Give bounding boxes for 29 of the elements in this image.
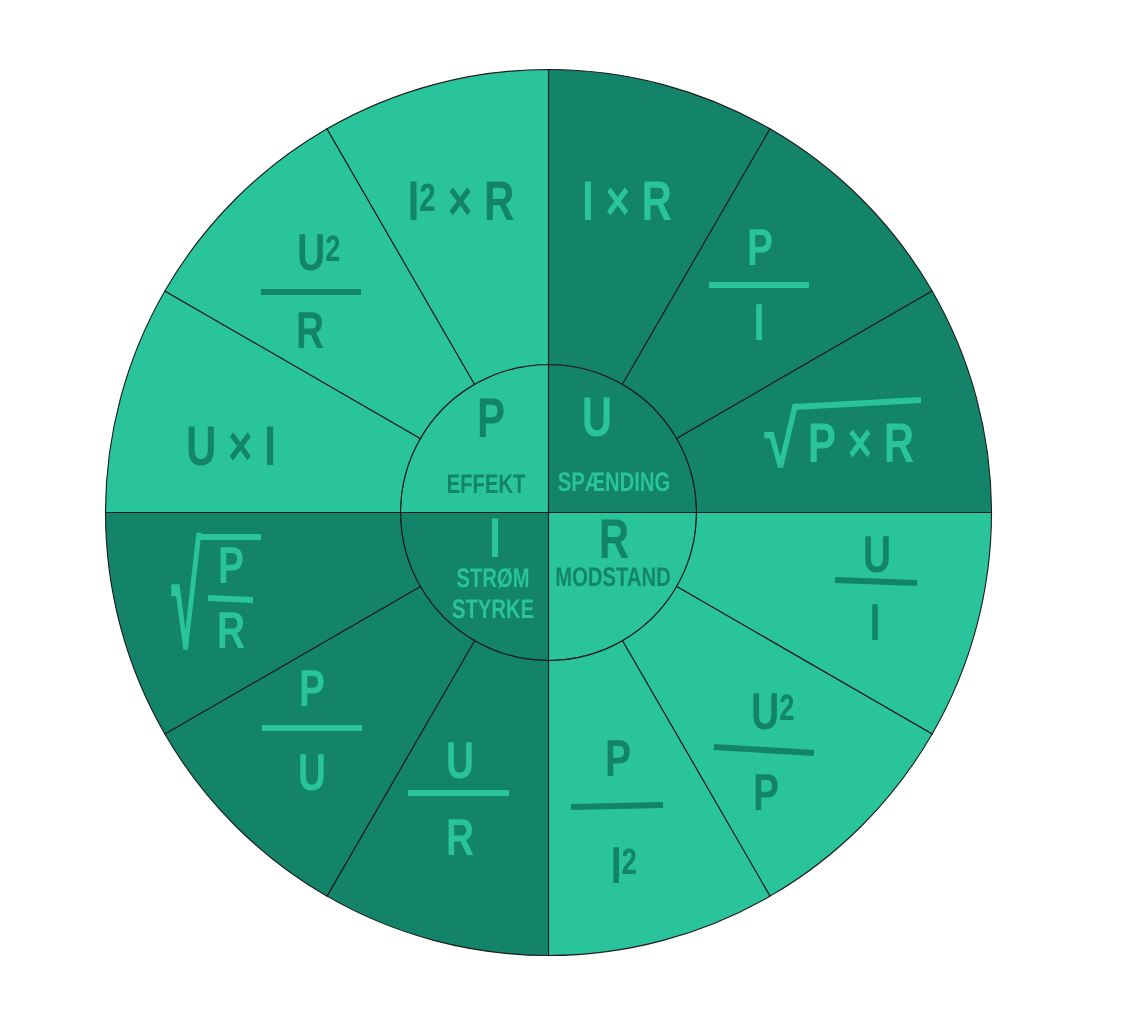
- denominator: R: [298, 312, 324, 348]
- denominator: R: [219, 612, 245, 648]
- numerator: P: [301, 670, 324, 706]
- quantity-letter: R: [601, 519, 629, 558]
- numerator: U: [865, 536, 889, 573]
- formula: I$^{2}$ × R: [410, 181, 514, 220]
- quantity-name: STRØM STYRKE: [452, 567, 534, 619]
- formula: P × R: [810, 423, 914, 462]
- numerator: P: [220, 547, 243, 583]
- denominator: P: [755, 774, 778, 810]
- formula: U × I: [188, 426, 274, 466]
- numerator: P: [607, 740, 630, 776]
- denominator: U: [300, 754, 324, 791]
- numerator: U$^{2}$: [299, 234, 340, 271]
- numerator: U$^{2}$: [753, 693, 794, 730]
- quantity-letter: U: [584, 397, 610, 437]
- quantity-letter: I: [492, 518, 499, 557]
- numerator: U: [448, 742, 472, 779]
- center-quadrant: [399, 363, 550, 514]
- quantity-name: EFFEKT: [448, 474, 526, 493]
- denominator: I: [872, 604, 878, 640]
- denominator: R: [448, 819, 474, 855]
- formula: I × R: [584, 181, 672, 220]
- denominator: I$^{2}$: [613, 847, 636, 883]
- quantity-name: SPÆNDING: [558, 472, 669, 492]
- denominator: I: [756, 304, 762, 340]
- numerator: P: [749, 229, 772, 265]
- quantity-name: MODSTAND: [556, 567, 670, 587]
- quantity-letter: P: [479, 398, 504, 437]
